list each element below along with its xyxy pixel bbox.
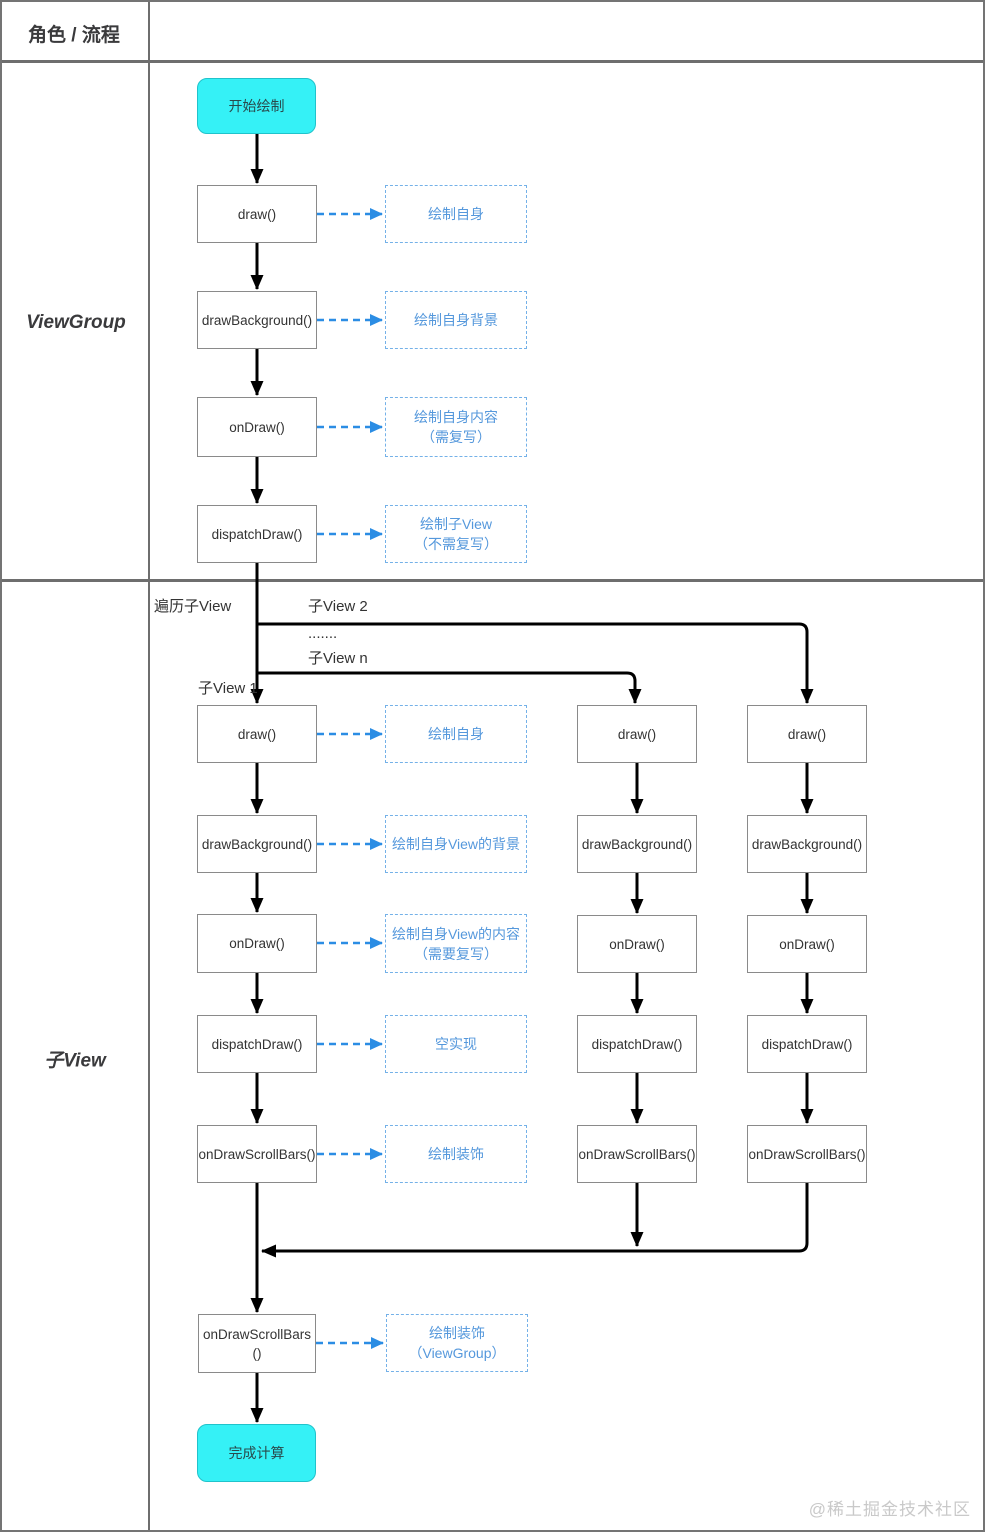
note-line: 绘制自身背景 [414,312,498,328]
header-divider [2,60,983,63]
note-line: （需复写） [421,429,491,445]
vg-draw-note: 绘制自身 [385,185,527,243]
label-child-view-2: 子View 2 [308,598,368,615]
note-line: 绘制子View [419,516,493,532]
c1-draw-node: draw() [197,705,317,763]
column-divider [148,2,150,1530]
c1-drawbackground-note: 绘制自身View的背景 [385,815,527,873]
final-note: 绘制装饰 （ViewGroup） [386,1314,528,1372]
label-ellipsis: ....... [308,625,338,642]
watermark-text: @稀土掘金技术社区 [808,1500,971,1519]
row-label-childview: 子View [44,1050,106,1072]
c2-ondrawscrollbars-node: onDrawScrollBars() [577,1125,697,1183]
note-line: 绘制自身 [428,726,484,742]
arrow-branch-childn [257,671,642,704]
note-line: （需要复写） [414,945,498,962]
c1-ondrawscrollbars-note: 绘制装饰 [385,1125,527,1183]
c1-drawbackground-node: drawBackground() [197,815,317,873]
node-line: () [252,1345,262,1361]
vg-ondraw-node: onDraw() [197,397,317,457]
note-line: 绘制装饰 [429,1325,485,1341]
note-line: 绘制自身View的背景 [391,836,521,852]
vg-drawbackground-note: 绘制自身背景 [385,291,527,349]
note-line: （ViewGroup） [408,1345,506,1361]
c1-dispatchdraw-note: 空实现 [385,1015,527,1073]
c3-dispatchdraw-node: dispatchDraw() [747,1015,867,1073]
header-title: 角色 / 流程 [28,25,120,46]
c2-drawbackground-node: drawBackground() [577,815,697,873]
vg-ondraw-note: 绘制自身内容 （需复写） [385,397,527,457]
start-node: 开始绘制 [197,78,316,134]
c1-dispatchdraw-node: dispatchDraw() [197,1015,317,1073]
label-child-view-n: 子View n [308,650,368,667]
final-ondrawscrollbars-node: onDrawScrollBars () [198,1314,316,1373]
c2-ondraw-node: onDraw() [577,915,697,973]
label-iterate-children: 遍历子View [154,598,232,615]
vg-dispatchdraw-note: 绘制子View （不需复写） [385,505,527,563]
c3-draw-node: draw() [747,705,867,763]
note-line: 空实现 [435,1036,477,1052]
c1-ondraw-node: onDraw() [197,914,317,973]
c2-draw-node: draw() [577,705,697,763]
c1-draw-note: 绘制自身 [385,705,527,763]
vg-dispatchdraw-node: dispatchDraw() [197,505,317,563]
note-line: 绘制自身内容 [414,409,498,425]
row-divider [2,579,983,582]
node-line: onDrawScrollBars [202,1326,312,1342]
note-line: 绘制装饰 [428,1146,484,1162]
c3-ondraw-node: onDraw() [747,915,867,973]
c2-dispatchdraw-node: dispatchDraw() [577,1015,697,1073]
label-child-view-1: 子View 1 [198,680,258,697]
arrow-branch-child2 [257,622,814,704]
end-node: 完成计算 [197,1424,316,1482]
note-line: 绘制自身 [428,206,484,222]
row-label-viewgroup: ViewGroup [26,312,126,333]
vg-drawbackground-node: drawBackground() [197,291,317,349]
c3-drawbackground-node: drawBackground() [747,815,867,873]
vg-draw-node: draw() [197,185,317,243]
c1-ondraw-note: 绘制自身View的内容 （需要复写） [385,914,527,973]
note-line: （不需复写） [414,536,498,552]
note-line: 绘制自身View的内容 [391,925,521,942]
arrow-c3-merge [261,1183,809,1258]
c1-ondrawscrollbars-node: onDrawScrollBars() [197,1125,317,1183]
c3-ondrawscrollbars-node: onDrawScrollBars() [747,1125,867,1183]
